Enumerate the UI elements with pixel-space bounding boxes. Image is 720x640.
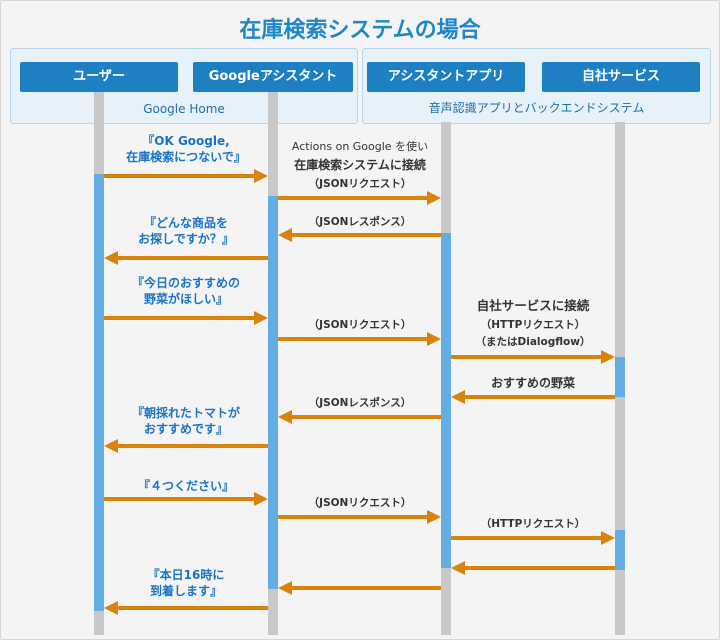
- message-json-request-2: （JSONリクエスト）: [308, 319, 412, 331]
- message-tomato-recommended: 『朝採れたトマトが おすすめです』: [106, 405, 266, 437]
- message-actions-on-google-top: Actions on Google を使い: [291, 140, 429, 153]
- arrowhead-user-to-assistant-3: [254, 492, 268, 506]
- arrowhead-app-to-assistant-1: [278, 228, 292, 242]
- arrowhead-app-to-assistant-2: [278, 410, 292, 424]
- message-want-vegetables: 『今日のおすすめの 野菜がほしい』: [106, 275, 266, 307]
- arrowhead-assistant-to-app-1: [427, 191, 441, 205]
- message-tomato-recommended-line1: 『朝採れたトマトが: [131, 406, 240, 420]
- arrowhead-service-to-app-1: [451, 390, 465, 404]
- arrowhead-assistant-to-app-2: [427, 332, 441, 346]
- arrow-app-to-assistant-3: [292, 586, 441, 590]
- message-what-product: 『どんな商品を お探しですか？』: [106, 215, 266, 247]
- arrow-user-to-assistant-2: [104, 316, 254, 320]
- message-json-request-3: （JSONリクエスト）: [308, 497, 412, 509]
- diagram-title: 在庫検索システムの場合: [239, 18, 481, 43]
- arrow-user-to-assistant-1: [104, 174, 254, 178]
- message-what-product-line1: 『どんな商品を: [143, 216, 228, 230]
- message-connect-inventory: 在庫検索システムに接続: [294, 158, 426, 172]
- message-json-request-1: （JSONリクエスト）: [308, 178, 412, 190]
- message-recommended-vegetable: おすすめの野菜: [490, 376, 575, 390]
- message-four-please: 『４つください』: [137, 479, 234, 493]
- message-arrive-today-line2: 到着します』: [149, 584, 222, 599]
- activation-google-assistant: [268, 196, 278, 589]
- arrow-user-to-assistant-3: [104, 497, 254, 501]
- actor-assistant-app: アシスタントアプリ: [367, 62, 525, 92]
- activation-company-service-1: [615, 357, 625, 397]
- message-arrive-today: 『本日16時に 到着します』: [106, 567, 266, 599]
- group-label-google-home: Google Home: [143, 102, 225, 116]
- arrowhead-assistant-to-user-1: [104, 251, 118, 265]
- activation-user: [94, 174, 104, 611]
- message-or-dialogflow: （またはDialogflow）: [475, 336, 591, 348]
- arrow-assistant-to-app-3: [278, 515, 427, 519]
- message-connect-service: 自社サービスに接続: [476, 298, 590, 313]
- actor-google-assistant: Googleアシスタント: [193, 62, 353, 92]
- arrow-app-to-assistant-2: [292, 415, 441, 419]
- message-what-product-line2: お探しですか？』: [138, 232, 234, 247]
- arrowhead-app-to-assistant-3: [278, 581, 292, 595]
- message-ok-google-line2: 在庫検索につないで』: [126, 150, 246, 165]
- arrowhead-assistant-to-app-3: [427, 510, 441, 524]
- message-want-vegetables-line1: 『今日のおすすめの: [131, 276, 240, 290]
- arrow-assistant-to-app-1: [278, 196, 427, 200]
- arrow-assistant-to-user-1: [118, 256, 268, 260]
- arrow-service-to-app-2: [465, 566, 615, 570]
- arrowhead-assistant-to-user-2: [104, 439, 118, 453]
- arrow-service-to-app-1: [465, 395, 615, 399]
- actor-user: ユーザー: [20, 62, 178, 92]
- message-http-request-2: （HTTPリクエスト）: [480, 518, 586, 530]
- activation-assistant-app: [441, 233, 451, 568]
- message-actions-on-google: Actions on Google を使い: [280, 140, 440, 155]
- group-label-backend: 音声認識アプリとバックエンドシステム: [428, 101, 645, 115]
- arrowhead-app-to-service-2: [601, 531, 615, 545]
- arrowhead-user-to-assistant-1: [254, 169, 268, 183]
- actor-company-service: 自社サービス: [542, 62, 700, 92]
- message-json-response-2: （JSONレスポンス）: [308, 397, 412, 409]
- message-json-response-1: （JSONレスポンス）: [308, 216, 412, 228]
- message-want-vegetables-line2: 野菜がほしい』: [143, 292, 228, 307]
- arrow-app-to-service-1: [451, 355, 601, 359]
- arrow-app-to-assistant-1: [292, 233, 441, 237]
- arrow-assistant-to-user-3: [118, 606, 268, 610]
- message-http-request-1: （HTTPリクエスト）: [480, 319, 586, 331]
- arrowhead-user-to-assistant-2: [254, 311, 268, 325]
- message-arrive-today-line1: 『本日16時に: [147, 568, 225, 582]
- message-tomato-recommended-line2: おすすめです』: [143, 422, 228, 437]
- message-ok-google-line1: 『OK Google,: [142, 134, 230, 148]
- message-ok-google: 『OK Google, 在庫検索につないで』: [106, 133, 266, 165]
- arrow-app-to-service-2: [451, 536, 601, 540]
- arrowhead-app-to-service-1: [601, 350, 615, 364]
- activation-company-service-2: [615, 530, 625, 570]
- arrowhead-service-to-app-2: [451, 561, 465, 575]
- arrow-assistant-to-app-2: [278, 337, 427, 341]
- arrow-assistant-to-user-2: [118, 444, 268, 448]
- arrowhead-assistant-to-user-3: [104, 601, 118, 615]
